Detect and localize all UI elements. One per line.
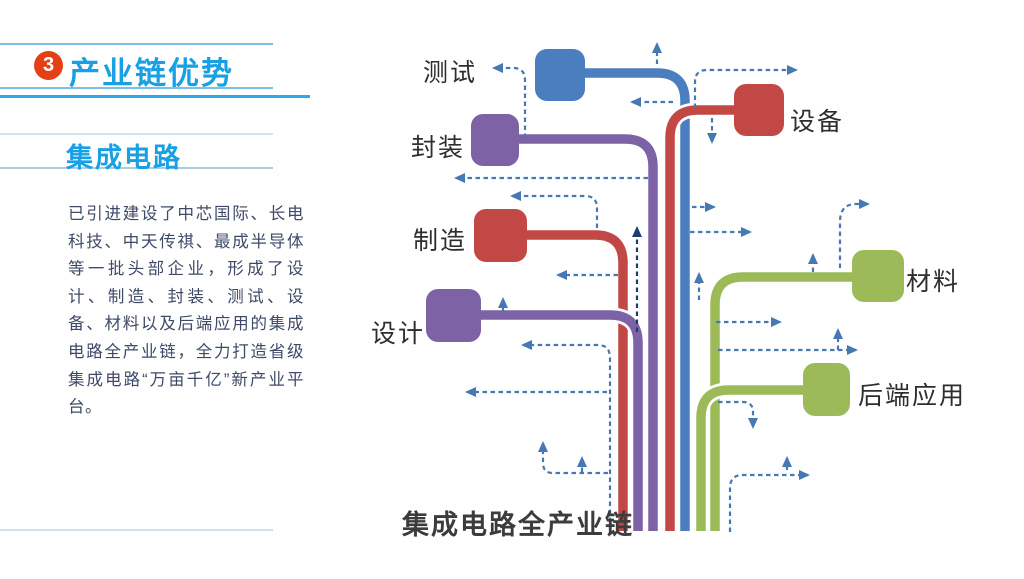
page-title: 产业链优势 [69, 56, 234, 91]
diagram-caption: 集成电路全产业链 [402, 510, 634, 540]
divider-title-bottom [0, 87, 273, 89]
divider-bottom [0, 529, 273, 531]
pipe-equipment [665, 105, 736, 531]
label-backend: 后端应用 [858, 382, 967, 410]
arrow-upright-above-materials [838, 199, 870, 268]
divider-section-bottom [0, 167, 273, 169]
section-number-badge: 3 [34, 51, 63, 80]
node-backend [803, 363, 850, 416]
arrow-right-bottom-curve [728, 470, 810, 532]
arrow-upright-above-equipment [693, 65, 798, 108]
pipe-manufacturing [525, 230, 628, 531]
divider-section-top [0, 133, 273, 135]
pipe-materials [710, 272, 854, 531]
arrow-down-curve-below-backend [718, 400, 758, 429]
pipe-manufacturing-casing [525, 227, 631, 531]
label-equipment: 设备 [790, 108, 845, 136]
node-manufacturing [474, 209, 527, 262]
arrow-left-above-manufacturing [510, 191, 599, 228]
label-design: 设计 [370, 320, 425, 348]
pipe-design [479, 310, 643, 531]
pipe-test [585, 68, 690, 531]
node-equipment [734, 84, 784, 136]
node-materials [852, 250, 904, 302]
arrow-left-to-test-label [492, 63, 527, 138]
pipe-packaging [517, 134, 658, 531]
label-test: 测试 [422, 59, 477, 87]
dashed-arrows [454, 42, 870, 532]
section-title: 集成电路 [66, 143, 182, 173]
intro-paragraph: 已引进建设了中芯国际、长电科技、中天传祺、最成半导体等一批头部企业，形成了设计、… [68, 205, 304, 417]
label-packaging: 封装 [410, 134, 465, 162]
pipes [479, 65, 854, 531]
arrow-left-from-trunk-dashline [521, 340, 612, 530]
divider-cyan-accent [0, 95, 310, 98]
pipe-backend [696, 385, 805, 531]
pipe-design-casing [479, 307, 646, 531]
divider-top [0, 43, 273, 45]
arrow-up-bottom-left-curve [538, 441, 608, 475]
node-design [426, 289, 481, 342]
node-packaging [471, 114, 519, 166]
label-manufacturing: 制造 [412, 227, 467, 255]
node-test [535, 49, 585, 101]
label-materials: 材料 [906, 268, 961, 296]
